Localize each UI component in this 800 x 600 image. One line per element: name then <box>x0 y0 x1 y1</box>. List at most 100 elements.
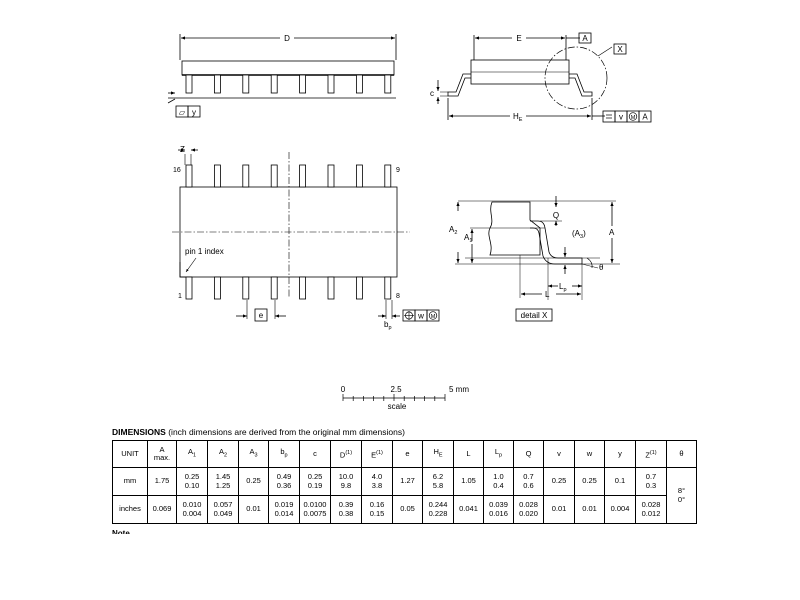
top-view <box>172 148 440 322</box>
top-lead-upper <box>242 164 250 188</box>
cell-value: 0.7 <box>645 472 657 481</box>
value-cell: 0.01 <box>574 495 605 524</box>
header-text: v <box>557 448 561 458</box>
header-text: A <box>159 444 165 454</box>
header-c: c <box>299 440 331 468</box>
cell-value: 1.75 <box>154 476 170 486</box>
cell-value: 0.19 <box>307 480 323 490</box>
header-E: E(1) <box>361 440 393 468</box>
header-subscript: p <box>284 452 288 459</box>
dimension-e-label: E <box>516 34 521 43</box>
cell-value: 6.2 <box>432 472 444 481</box>
side-lead <box>185 74 193 94</box>
unit-cell: inches <box>112 495 148 524</box>
cell-value: 0.7 <box>523 472 534 481</box>
header-text: A <box>187 447 193 456</box>
value-cell: 0.01 <box>238 495 269 524</box>
header-text: Q <box>525 448 532 458</box>
header-text: A <box>218 447 224 456</box>
header-text: UNIT <box>121 448 139 458</box>
cell-value: 0.004 <box>610 504 630 514</box>
cell-value: 0.15 <box>369 508 385 518</box>
header-y: y <box>604 440 636 468</box>
header-text: w <box>586 448 593 458</box>
pin1-index-leader <box>185 257 197 273</box>
header-unit: UNIT <box>112 440 148 468</box>
header-w: w <box>574 440 605 468</box>
cell-value: 0.057 <box>213 500 233 509</box>
cell-value: 0.01 <box>582 504 597 514</box>
detail-x-label: X <box>617 45 623 54</box>
cell-value: 0.25 <box>184 472 200 481</box>
cell-value: 0.39 <box>338 500 354 509</box>
value-cell: 1.75 <box>147 467 177 496</box>
dimension-he-label: HE <box>513 112 523 123</box>
top-lead-lower <box>384 276 392 300</box>
header-subscript: 1 <box>192 452 197 459</box>
pin-16-label: 16 <box>173 167 181 174</box>
header-subscript: p <box>499 452 503 459</box>
detail-x-box <box>613 43 627 55</box>
header-text: c <box>313 448 317 458</box>
cell-value: 3.8 <box>371 480 383 490</box>
dimension-a2-label: A2 <box>449 225 457 236</box>
top-lead-upper <box>185 164 193 188</box>
datum-a-box <box>578 32 592 44</box>
side-view-body <box>181 60 395 76</box>
cell-value: 0.49 <box>276 472 292 481</box>
header-text: θ <box>679 448 684 458</box>
cell-value: 0.01 <box>551 504 567 514</box>
side-lead <box>270 74 278 94</box>
detail-body-section <box>488 201 541 256</box>
top-lead-upper <box>270 164 278 188</box>
cell-value: 0.012 <box>641 508 661 518</box>
cell-value: 0.1 <box>614 476 626 486</box>
side-lead <box>242 74 250 94</box>
value-cell: 0.25 <box>574 467 605 496</box>
dimension-l-label: L <box>545 290 550 299</box>
cell-value: 0.10 <box>184 480 200 490</box>
cell-value: 0.028 <box>519 500 538 509</box>
pin-8-label: 8 <box>396 293 400 300</box>
header-text: y <box>618 448 622 458</box>
header-e: e <box>392 440 423 468</box>
cell-value: 1.25 <box>215 480 231 490</box>
a-frame-box <box>638 110 652 123</box>
top-lead-lower <box>242 276 250 300</box>
cell-value: 1.05 <box>461 476 476 486</box>
dimension-c-label: c <box>430 89 434 98</box>
d-label-bg <box>280 33 294 43</box>
value-cell: 0.004 <box>604 495 636 524</box>
header-text: A <box>249 447 255 456</box>
cell-value: 0.01 <box>246 504 261 514</box>
cell-value: 0.016 <box>489 508 508 518</box>
note-label: Note <box>112 529 130 534</box>
a-frame-label: A <box>642 113 648 122</box>
value-cell: 0.069 <box>147 495 177 524</box>
header-A1: A1 <box>176 440 208 468</box>
top-lead-upper <box>299 164 307 188</box>
pin-1-label: 1 <box>178 293 182 300</box>
e-frame-box <box>254 308 268 322</box>
cell-value: 4.0 <box>371 472 383 481</box>
header-text: L <box>494 447 500 456</box>
e-frame-label: e <box>259 311 264 320</box>
cell-value: 8° <box>677 486 686 495</box>
header-text: E <box>371 450 377 459</box>
dimension-a-label: A <box>609 228 615 237</box>
end-view-right-lead <box>569 73 593 97</box>
cell-value: 0.38 <box>338 508 354 518</box>
header-Z: Z(1) <box>635 440 667 468</box>
top-lead-upper <box>384 164 392 188</box>
end-view <box>436 32 652 123</box>
cell-value: 0.028 <box>641 500 661 509</box>
side-view <box>167 34 397 118</box>
scale-label: scale <box>388 402 407 411</box>
dimensions-subtitle: (inch dimensions are derived from the or… <box>168 427 405 437</box>
dimension-z-label: Z <box>180 145 185 154</box>
